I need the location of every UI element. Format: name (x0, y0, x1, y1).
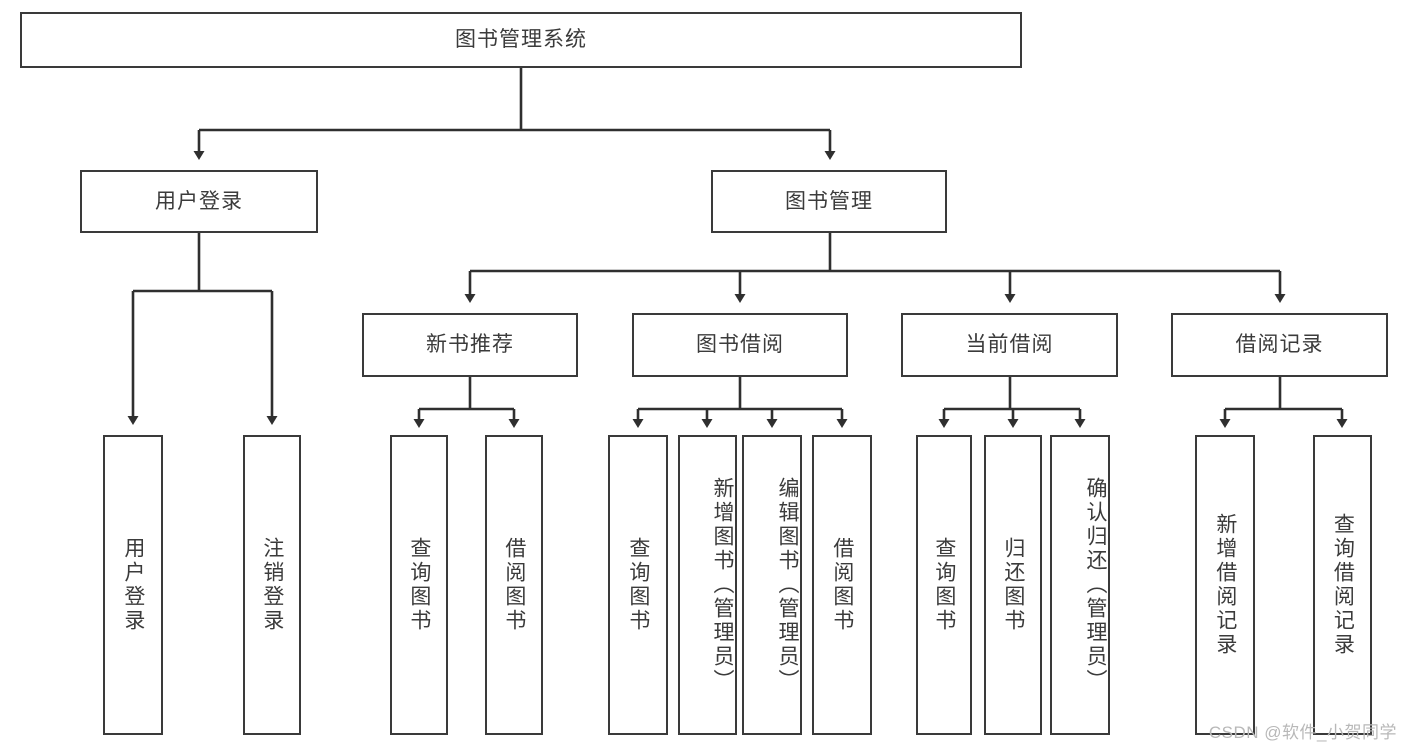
node-leaf-query-book-1-label: 查询图书 (407, 537, 431, 633)
node-leaf-return-book-label: 归还图书 (1001, 537, 1025, 633)
node-leaf-query-book-2-label: 查询图书 (626, 537, 650, 633)
node-leaf-add-record-label: 新增借阅记录 (1213, 513, 1237, 657)
node-leaf-user-login-label: 用户登录 (121, 537, 145, 633)
node-leaf-query-book-2[interactable]: 查询图书 (608, 435, 668, 735)
node-leaf-borrow-book-2-label: 借阅图书 (830, 537, 854, 633)
node-leaf-query-book-1[interactable]: 查询图书 (390, 435, 448, 735)
node-leaf-borrow-book-1[interactable]: 借阅图书 (485, 435, 543, 735)
node-book-manage-label: 图书管理 (785, 189, 873, 213)
node-leaf-add-book-label: 新增图书（管理员） (711, 477, 734, 693)
node-new-book-rec[interactable]: 新书推荐 (362, 313, 578, 377)
node-leaf-add-record[interactable]: 新增借阅记录 (1195, 435, 1255, 735)
node-leaf-confirm-return-label: 确认归还（管理员） (1084, 477, 1107, 693)
node-leaf-confirm-return[interactable]: 确认归还（管理员） (1050, 435, 1110, 735)
watermark: CSDN @软件_小贺同学 (1208, 723, 1397, 742)
node-book-borrow[interactable]: 图书借阅 (632, 313, 848, 377)
node-leaf-query-book-3[interactable]: 查询图书 (916, 435, 972, 735)
node-borrow-record-label: 借阅记录 (1235, 333, 1324, 357)
node-leaf-user-login[interactable]: 用户登录 (103, 435, 163, 735)
node-user-login-label: 用户登录 (155, 189, 243, 213)
node-new-book-rec-label: 新书推荐 (426, 333, 514, 357)
node-leaf-add-book[interactable]: 新增图书（管理员） (678, 435, 737, 735)
node-leaf-query-record[interactable]: 查询借阅记录 (1313, 435, 1372, 735)
node-root-label: 图书管理系统 (455, 28, 587, 52)
node-leaf-query-book-3-label: 查询图书 (932, 537, 956, 633)
node-book-manage[interactable]: 图书管理 (711, 170, 947, 233)
node-leaf-return-book[interactable]: 归还图书 (984, 435, 1042, 735)
node-leaf-logout-label: 注销登录 (260, 537, 284, 633)
node-current-borrow-label: 当前借阅 (965, 333, 1054, 357)
node-leaf-edit-book-label: 编辑图书（管理员） (776, 477, 799, 693)
node-borrow-record[interactable]: 借阅记录 (1171, 313, 1388, 377)
node-root[interactable]: 图书管理系统 (20, 12, 1022, 68)
node-user-login[interactable]: 用户登录 (80, 170, 318, 233)
node-book-borrow-label: 图书借阅 (696, 333, 784, 357)
node-leaf-borrow-book-2[interactable]: 借阅图书 (812, 435, 872, 735)
node-leaf-borrow-book-1-label: 借阅图书 (502, 537, 526, 633)
node-current-borrow[interactable]: 当前借阅 (901, 313, 1118, 377)
node-leaf-edit-book[interactable]: 编辑图书（管理员） (742, 435, 802, 735)
node-leaf-logout[interactable]: 注销登录 (243, 435, 301, 735)
node-leaf-query-record-label: 查询借阅记录 (1331, 513, 1355, 657)
